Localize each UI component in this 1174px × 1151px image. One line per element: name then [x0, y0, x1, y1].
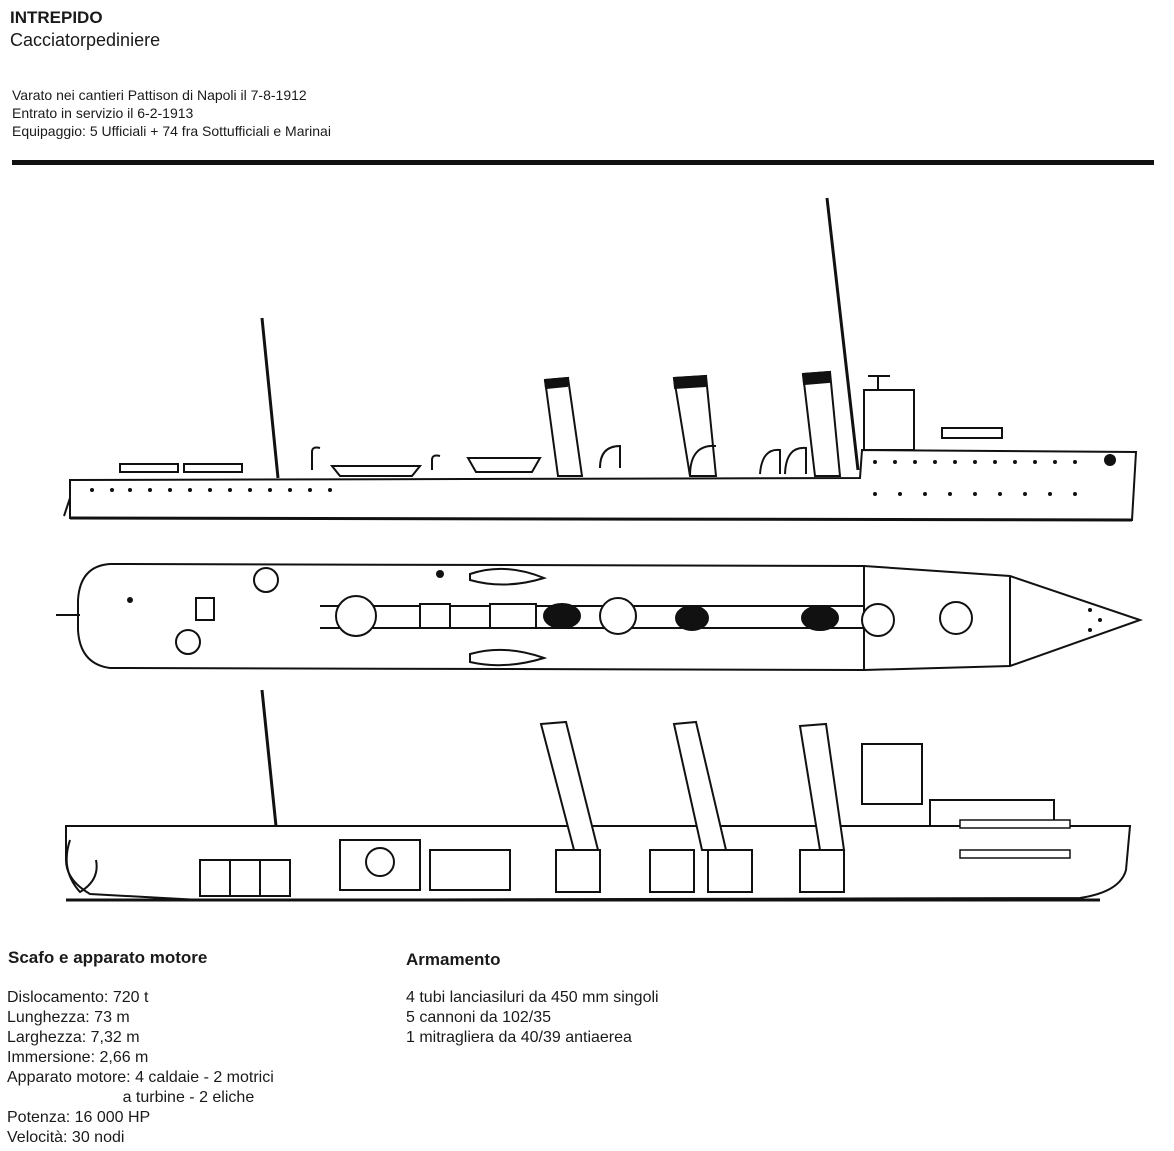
hull-section-title: Scafo e apparato motore — [8, 948, 208, 967]
side-profile — [63, 197, 1138, 522]
crew-info: Equipaggio: 5 Ufficiali + 74 fra Sottuff… — [12, 123, 331, 139]
propulsion-line-2: a turbine - 2 eliche — [7, 1089, 255, 1106]
cutaway-profile — [65, 689, 1132, 902]
speed: Velocità: 30 nodi — [7, 1129, 125, 1146]
top-view — [56, 562, 1144, 672]
length: Lunghezza: 73 m — [7, 1009, 130, 1026]
armament-aa: 1 mitragliera da 40/39 antiaerea — [406, 1029, 632, 1046]
launch-info: Varato nei cantieri Pattison di Napoli i… — [12, 87, 307, 103]
ship-type: Cacciatorpediniere — [10, 30, 161, 50]
ship-name: INTREPIDO — [10, 8, 103, 27]
header-rule — [12, 160, 1154, 165]
draught: Immersione: 2,66 m — [7, 1049, 149, 1066]
propulsion-line-1: Apparato motore: 4 caldaie - 2 motrici — [7, 1069, 274, 1086]
armament-section-title: Armamento — [406, 950, 501, 969]
armament-guns: 5 cannoni da 102/35 — [406, 1009, 552, 1026]
armament-torpedo: 4 tubi lanciasiluri da 450 mm singoli — [406, 989, 659, 1006]
power: Potenza: 16 000 HP — [7, 1109, 151, 1126]
beam: Larghezza: 7,32 m — [7, 1029, 140, 1046]
displacement: Dislocamento: 720 t — [7, 989, 149, 1006]
service-info: Entrato in servizio il 6-2-1913 — [12, 105, 194, 121]
